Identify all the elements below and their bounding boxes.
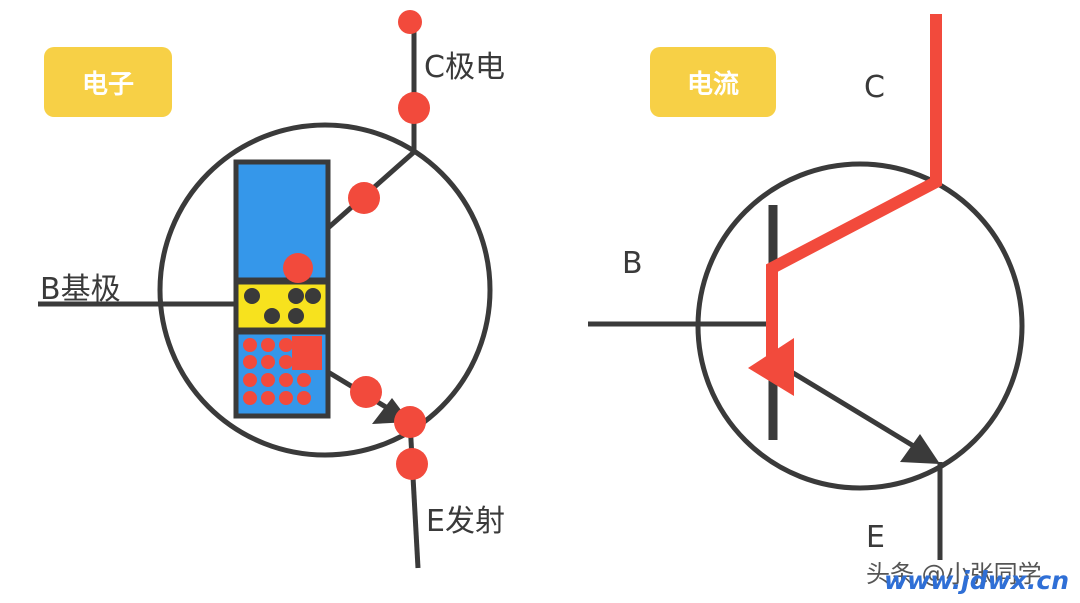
right-emitter-arrow bbox=[900, 434, 940, 464]
electron-model bbox=[38, 10, 493, 569]
left-base-label: B基极 bbox=[40, 272, 121, 307]
current-arrow bbox=[748, 338, 794, 396]
right-collector-label: C bbox=[864, 70, 885, 105]
n-region-collector bbox=[233, 159, 331, 283]
emitter-electrons bbox=[243, 336, 322, 405]
right-emitter-label: E bbox=[866, 520, 885, 555]
base-holes bbox=[244, 288, 321, 324]
left-emitter-label: E发射 bbox=[426, 504, 505, 539]
current-badge: 电流 bbox=[650, 47, 776, 117]
moving-electrons bbox=[283, 10, 430, 480]
site-watermark: www.jdwx.cn bbox=[884, 566, 1069, 595]
author-watermark: 头条 @小张同学 bbox=[866, 560, 1042, 588]
left-transistor-circle bbox=[157, 122, 493, 458]
right-emitter-diagonal bbox=[778, 362, 932, 459]
left-collector-label: C极电 bbox=[424, 50, 505, 85]
right-base-label: B bbox=[622, 246, 643, 281]
current-path bbox=[766, 14, 942, 360]
electron-badge: 电子 bbox=[44, 47, 172, 117]
current-symbol bbox=[588, 14, 1025, 560]
left-emitter-lead bbox=[407, 421, 421, 569]
